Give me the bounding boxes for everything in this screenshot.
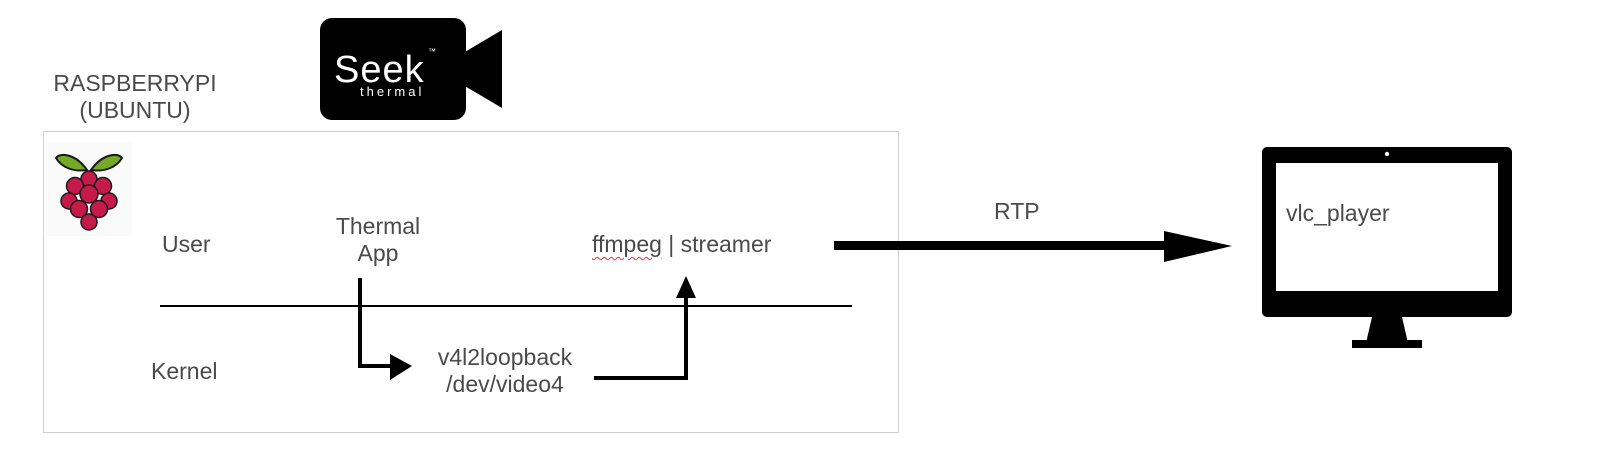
v4l2loopback-line1: v4l2loopback [437,344,573,370]
rtp-label: RTP [994,198,1040,224]
user-layer-label: User [162,231,211,257]
v4l2loopback-node: v4l2loopback /dev/video4 [420,344,590,398]
v4l2-to-ffmpeg-arrow-line [594,296,688,380]
host-title: RASPBERRYPI (UBUNTU) [40,70,230,124]
ffmpeg-label: ffmpeg [592,231,662,257]
thermal-app-to-v4l2-arrowhead [390,354,412,380]
thermal-app-line2: App [357,240,399,266]
camera-brand-text: Seek [334,49,425,91]
rtp-arrow-shaft [834,241,1168,250]
pipe-separator: | [661,231,681,257]
camera-trademark-text: ™ [428,47,436,56]
thermal-app-to-v4l2-arrow-line [358,278,392,368]
thermal-app-line1: Thermal [335,213,421,239]
host-title-line2: (UBUNTU) [79,97,191,123]
streamer-label: streamer [680,231,772,257]
rtp-arrowhead [1164,231,1232,262]
v4l2loopback-line2: /dev/video4 [446,371,564,397]
camera-sub-text: thermal [360,84,424,99]
thermal-app-node: Thermal App [318,213,438,267]
monitor-icon [1262,147,1512,348]
video-camera-icon: Seek ™ thermal [320,18,502,120]
host-title-line1: RASPBERRYPI [53,70,217,96]
raspberry-leaves [54,153,124,172]
v4l2-to-ffmpeg-arrowhead [676,276,696,298]
raspberrypi-host-box [43,131,899,433]
raspberry-berry [60,170,118,231]
kernel-layer-label: Kernel [151,358,218,384]
vlc-player-label: vlc_player [1286,200,1390,226]
ffmpeg-streamer-node: ffmpeg | streamer [592,231,771,258]
raspberry-pi-logo-icon [46,142,132,236]
